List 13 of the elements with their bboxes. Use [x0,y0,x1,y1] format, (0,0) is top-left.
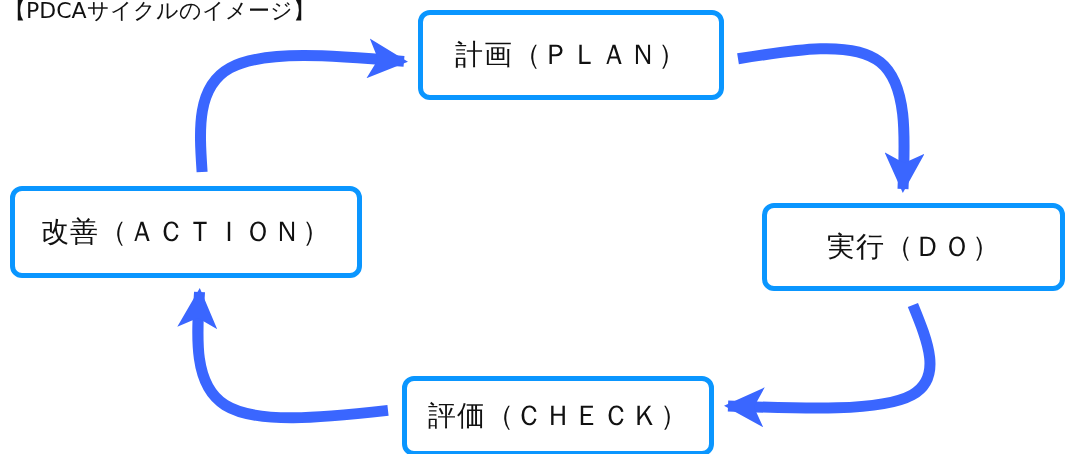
box-label: 実行（ＤＯ） [826,229,1001,265]
arrow [724,302,936,428]
process-box [10,186,362,278]
box-label: 改善（ＡＣＴＩＯＮ） [41,214,331,250]
arrow [195,38,408,173]
process-box [402,376,714,454]
box-label: 計画（ＰＬＡＮ） [455,37,687,73]
arrow [177,288,389,424]
process-box [762,203,1065,291]
box-label: 評価（ＣＨＥＣＫ） [427,398,689,434]
arrow [737,43,925,193]
title: 【PDCAサイクルのイメージ】 [4,0,315,25]
process-box [418,10,724,100]
